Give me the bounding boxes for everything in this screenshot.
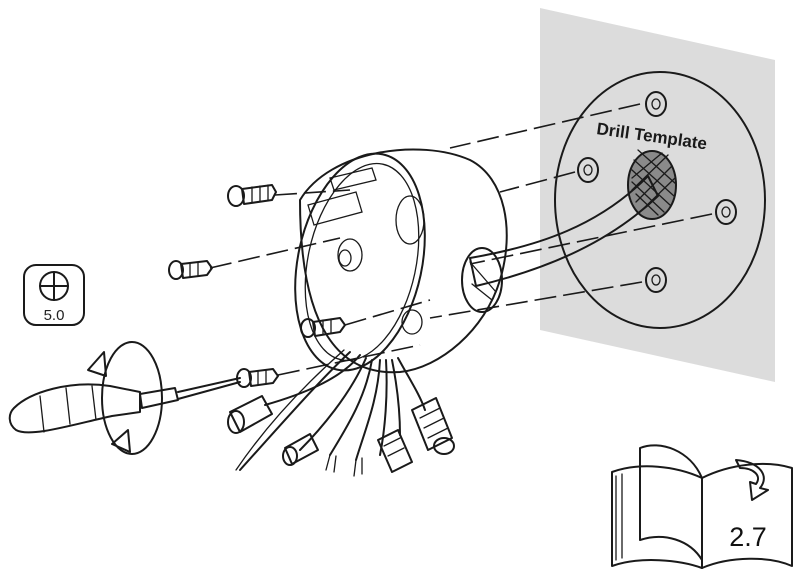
screwdriver — [8, 341, 241, 455]
cable — [469, 175, 659, 287]
cable-gland — [461, 247, 503, 313]
screw — [300, 317, 346, 338]
manual-page-label: 2.7 — [729, 522, 767, 552]
screw-hole — [645, 267, 667, 293]
rotation-arrow-icon — [101, 341, 163, 455]
screw-hole — [645, 91, 667, 117]
screw — [168, 260, 213, 280]
phillips-head-icon — [39, 271, 69, 301]
screw-hole — [577, 157, 599, 183]
screw — [236, 368, 279, 388]
screw — [227, 184, 277, 207]
wire-bundle — [227, 349, 455, 477]
manual-reference: 2.7 — [611, 444, 793, 569]
junction-box — [294, 148, 508, 374]
screw-hole — [715, 199, 737, 225]
bit-size-badge: 5.0 — [23, 264, 85, 326]
open-book-icon — [611, 444, 793, 569]
bit-size-label: 5.0 — [44, 307, 65, 324]
